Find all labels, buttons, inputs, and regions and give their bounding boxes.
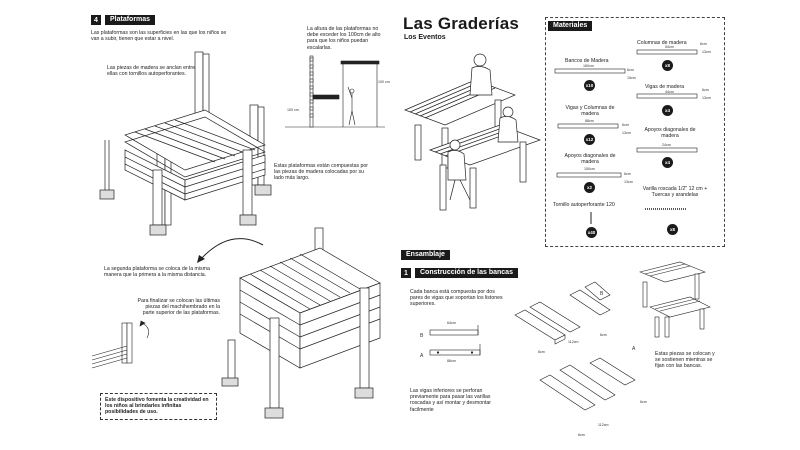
ensamblaje-title: Ensamblaje (401, 250, 450, 260)
screw-icon (590, 212, 592, 224)
material-height: 13cm (702, 96, 711, 100)
section4-header: 4 Plataformas (91, 15, 156, 25)
dim-88: 88cm (447, 359, 456, 363)
plank-icon (556, 172, 622, 178)
dim-64: 64cm (447, 321, 456, 325)
creativity-note: Este dispositivo fomenta la creatividad … (100, 393, 217, 420)
quantity-badge: x8 (667, 224, 678, 235)
height-diagram (285, 55, 385, 128)
drilling-note: Las vigas inferiores se perforan previam… (410, 388, 492, 413)
beam-diagram (429, 325, 481, 356)
material-length: 150cm (584, 167, 595, 171)
hold-note: Estas piezas se colocan y se sostienen m… (655, 351, 715, 370)
label-b: B (420, 333, 424, 339)
quantity-badge: x2 (584, 182, 595, 193)
materials-title: Materiales (548, 21, 593, 31)
plataformas-intro: Las plataformas son las superficies en l… (91, 30, 227, 43)
material-width: 6cm (700, 42, 707, 46)
quantity-badge: x8 (662, 60, 673, 71)
material-width: 6cm (622, 123, 629, 127)
bench-a-exploded (539, 357, 636, 411)
plank-icon (554, 68, 626, 74)
bench-b-exploded (514, 281, 611, 345)
step-title: Construcción de las bancas (415, 268, 518, 278)
material-name: Bancos de Madera (565, 58, 609, 64)
platform-composition-note: Estas plataformas están compuestas por l… (274, 163, 368, 182)
dim-6-c: 6cm (578, 433, 585, 437)
materials-panel (545, 17, 725, 247)
platform-1-illustration (99, 51, 272, 236)
dim-6-a: 6cm (538, 350, 545, 354)
step1-header: 1 Construcción de las bancas (401, 268, 518, 278)
quantity-badge: x4 (662, 157, 673, 168)
quantity-badge: x40 (586, 227, 597, 238)
threaded-rod-icon (645, 208, 687, 210)
tongue-groove-detail (91, 320, 149, 369)
material-height: 13cm (702, 50, 711, 54)
material-height: 13cm (622, 131, 631, 135)
second-platform-note: La segunda plataforma se coloca de la mi… (104, 266, 210, 279)
height-label-1: 100 cm (378, 80, 390, 84)
step-number: 1 (401, 268, 411, 278)
dim-112-a: 112cm (568, 340, 579, 344)
quantity-badge: x10 (584, 80, 595, 91)
plank-icon (636, 49, 698, 55)
bench-composition-note: Cada banca está compuesta por dos pares … (410, 289, 503, 308)
material-width: 6cm (627, 68, 634, 72)
material-width: 6cm (702, 88, 709, 92)
section-title: Plataformas (105, 15, 156, 25)
plank-icon (636, 147, 698, 153)
height-label-2: 100 cm (287, 108, 299, 112)
material-name: Varilla roscada 1/2" 12 cm + Tuercas y a… (642, 186, 708, 199)
page-subtitle: Los Eventos (404, 34, 446, 41)
material-name: Columnas de madera (637, 40, 687, 46)
material-name: Apoyos diagonales de madera (644, 127, 696, 140)
material-width: 6cm (624, 172, 631, 176)
height-note: La altura de las plataformas no debe exc… (307, 26, 381, 51)
material-length: 88cm (585, 119, 594, 123)
platform-2-illustration (221, 227, 381, 419)
dim-6-d: 6cm (640, 400, 647, 404)
quantity-badge: x12 (584, 134, 595, 145)
finish-note: Para finalizar se colocan las últimas pi… (137, 298, 220, 317)
assembled-benches (639, 261, 711, 338)
material-name: Vigas y Columnas de madera (565, 105, 615, 118)
material-length: 44cm (665, 90, 674, 94)
material-length: 54cm (665, 45, 674, 49)
material-name: Apoyos diagonales de madera (564, 153, 616, 166)
plank-icon (557, 123, 619, 129)
material-height: 15cm (627, 76, 636, 80)
material-length: 24cm (662, 143, 671, 147)
section-number: 4 (91, 15, 101, 25)
bleachers-illustration (404, 53, 542, 211)
curved-arrow (197, 238, 264, 263)
page-title: Las Graderías (403, 14, 519, 33)
material-name: Vigas de madera (645, 84, 685, 90)
material-length: 160cm (583, 64, 594, 68)
material-height: 13cm (624, 180, 633, 184)
anchor-note: Las piezas de madera se anclan entre ell… (107, 65, 195, 78)
dim-112-b: 112cm (598, 423, 609, 427)
label-b-2: B (600, 291, 604, 297)
dim-6-b: 6cm (600, 333, 607, 337)
quantity-badge: x4 (662, 105, 673, 116)
label-a: A (420, 353, 424, 359)
material-name: Tornillo autoperforante 120 (553, 202, 615, 208)
plank-icon (636, 93, 698, 99)
label-a-2: A (632, 346, 636, 352)
